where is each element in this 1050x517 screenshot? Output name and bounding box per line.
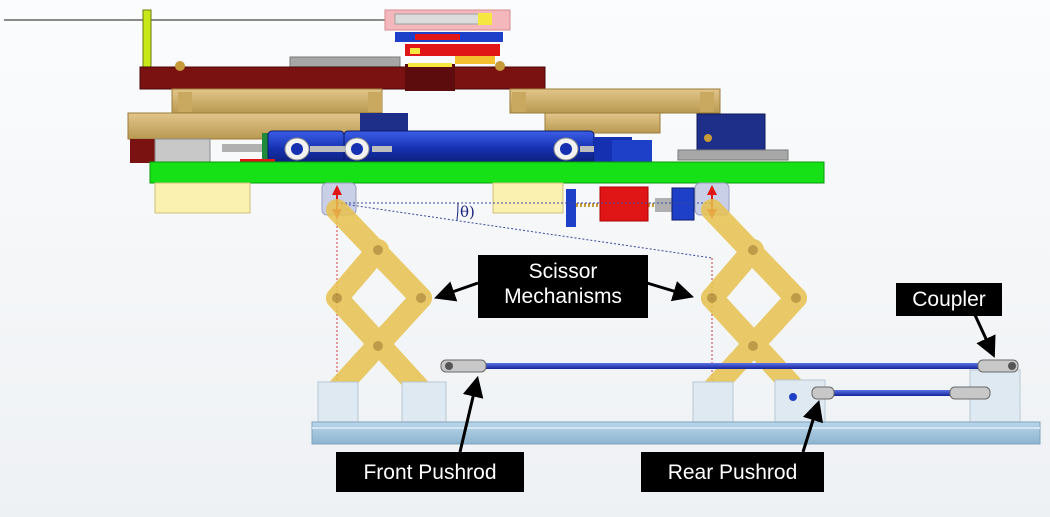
navy-blocks xyxy=(360,113,789,161)
lead-screw-motor xyxy=(566,186,695,227)
base-rail xyxy=(311,421,1041,445)
rear-pushrod-rod xyxy=(811,386,991,400)
upper-plate xyxy=(139,56,546,91)
front-pushrod-label: Front Pushrod xyxy=(336,452,524,492)
scissor-left xyxy=(326,199,432,401)
callout-arrows xyxy=(434,281,996,453)
front-pushrod-rod xyxy=(440,359,1019,373)
scissor-label-line2: Mechanisms xyxy=(504,285,622,308)
coupler-label-text: Coupler xyxy=(912,288,986,311)
scissor-label-line1: Scissor xyxy=(528,260,598,283)
rear-pushrod-label: Rear Pushrod xyxy=(641,452,824,492)
scissor-right xyxy=(701,199,807,401)
top-control-assembly xyxy=(384,9,511,64)
rear-pushrod-label-text: Rear Pushrod xyxy=(667,461,798,484)
tan-brackets xyxy=(127,88,721,164)
coupler-label: Coupler xyxy=(896,283,1002,316)
angle-reference-lines xyxy=(336,202,713,259)
scissor-mechanisms-label: Scissor Mechanisms xyxy=(478,255,648,318)
linear-actuator xyxy=(222,130,652,168)
top-plate xyxy=(149,161,825,184)
vertical-post xyxy=(142,9,152,73)
front-pushrod-label-text: Front Pushrod xyxy=(363,461,497,484)
angle-label: θ) xyxy=(460,203,475,221)
